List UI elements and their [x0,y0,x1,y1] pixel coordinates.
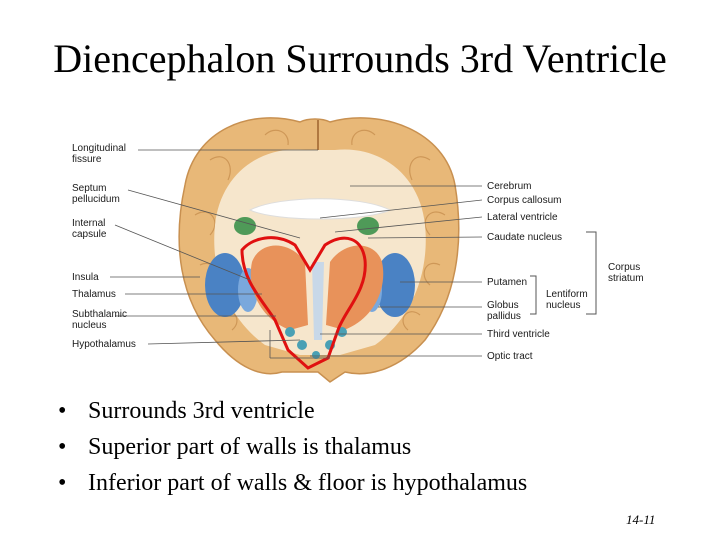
thalamus-left [250,245,308,330]
bullet-symbol: • [58,434,67,460]
brain-illustration [110,117,597,383]
label-thalamus: Thalamus [72,289,116,300]
label-longitudinal-fissure: Longitudinal fissure [72,143,126,165]
diencephalon-outline [240,236,367,370]
caudate-nucleus-left [234,217,256,235]
bullet-symbol: • [58,398,67,424]
label-insula: Insula [72,272,99,283]
caudate-nucleus-right [357,217,379,235]
leader-lines [110,149,483,359]
label-septum-pellucidum: Septum pellucidum [72,183,120,205]
bullet-item: • Superior part of walls is thalamus [58,429,527,465]
bullet-text: Inferior part of walls & floor is hypoth… [88,470,528,496]
brain-coronal-section-figure: Longitudinal fissure Septum pellucidum I… [72,117,644,383]
label-third-ventricle: Third ventricle [487,329,550,340]
bullet-item: • Surrounds 3rd ventricle [58,393,527,429]
label-corpus-striatum: Corpus striatum [608,262,644,284]
bullet-text: Surrounds 3rd ventricle [88,398,315,424]
bullet-text: Superior part of walls is thalamus [88,434,412,460]
putamen-right [375,253,415,317]
bullet-symbol: • [58,470,67,496]
thalamus-right [326,245,384,330]
label-optic-tract: Optic tract [487,351,533,362]
label-hypothalamus: Hypothalamus [72,339,136,350]
third-ventricle [312,262,324,340]
putamen-left [205,253,245,317]
slide-title: Diencephalon Surrounds 3rd Ventricle [53,36,667,81]
bullet-list: • Surrounds 3rd ventricle • Superior part … [58,393,527,501]
page-number: 14-11 [626,512,656,527]
label-cerebrum: Cerebrum [487,181,532,192]
bullet-item: • Inferior part of walls & floor is hypot… [58,465,527,501]
corpus-striatum-bracket [586,231,597,315]
label-putamen: Putamen [487,277,528,288]
label-lentiform-nucleus: Lentiform nucleus [546,289,588,311]
label-internal-capsule: Internal capsule [72,218,107,240]
lentiform-bracket [530,275,537,315]
label-subthalamic-nucleus: Subthalamic nucleus [72,309,128,331]
label-corpus-callosum: Corpus callosum [487,195,562,206]
label-globus-pallidus: Globus pallidus [487,300,521,322]
label-lateral-ventricle: Lateral ventricle [487,212,558,223]
label-caudate-nucleus: Caudate nucleus [487,232,563,243]
